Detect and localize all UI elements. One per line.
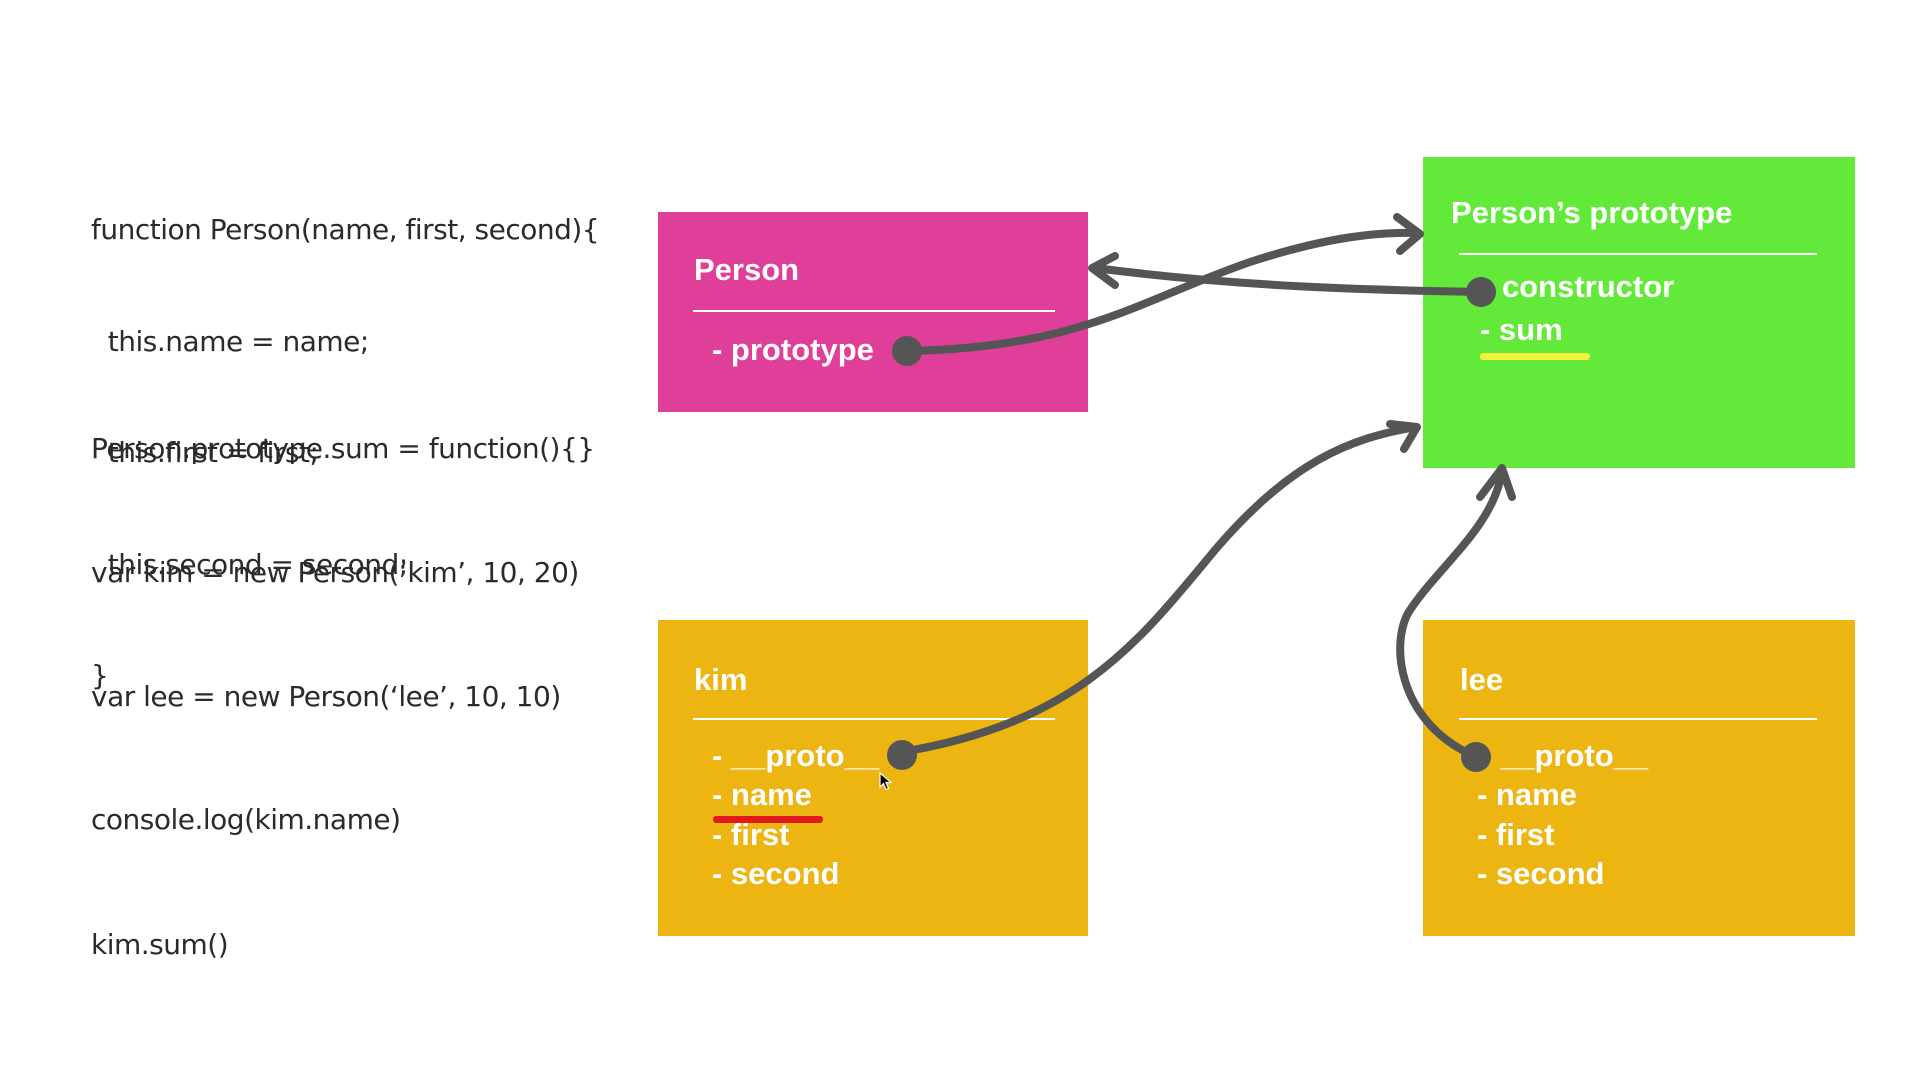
arrow-constructor-to-person bbox=[1091, 264, 1482, 296]
lee-proto-prop: __proto__ bbox=[1500, 738, 1649, 773]
code-constructor: function Person(name, first, second){ th… bbox=[91, 141, 600, 732]
prototype-sum-prop: - sum bbox=[1480, 312, 1563, 347]
code-line: this.second = second; bbox=[91, 547, 408, 581]
code-prototype-assign: Person.prototype.sum = function(){} bbox=[91, 432, 595, 465]
kim-box-divider bbox=[693, 718, 1055, 720]
sum-highlight bbox=[1480, 353, 1590, 360]
arrowhead-proto-from-kim bbox=[1386, 420, 1421, 453]
person-prototype-prop: - prototype bbox=[712, 332, 874, 367]
lee-box-title: lee bbox=[1460, 662, 1504, 697]
lee-first-prop: - first bbox=[1477, 817, 1555, 852]
lee-box-divider bbox=[1459, 718, 1817, 720]
kim-name-prop: - name bbox=[712, 777, 812, 812]
kim-box: kim - __proto__ - name - first - second bbox=[658, 620, 1088, 936]
code-line: } bbox=[91, 659, 109, 692]
kim-second-prop: - second bbox=[712, 856, 840, 891]
person-box: Person - prototype bbox=[658, 212, 1088, 412]
code-line: function Person(name, first, second){ bbox=[91, 213, 600, 246]
code-kim-declaration: var kim = new Person(‘kim’, 10, 20) bbox=[91, 556, 579, 589]
person-box-divider bbox=[693, 310, 1055, 312]
code-lee-declaration: var lee = new Person(‘lee’, 10, 10) bbox=[91, 680, 561, 713]
arrowhead-person bbox=[1088, 252, 1119, 289]
prototype-box-divider bbox=[1459, 253, 1817, 255]
lee-name-prop: - name bbox=[1477, 777, 1577, 812]
kim-box-title: kim bbox=[694, 662, 748, 697]
code-line: this.name = name; bbox=[91, 324, 370, 358]
code-console-log: console.log(kim.name) bbox=[91, 803, 401, 836]
person-box-title: Person bbox=[694, 252, 800, 287]
prototype-box-title: Person’s prototype bbox=[1451, 195, 1733, 230]
prototype-constructor-prop: constructor bbox=[1502, 269, 1675, 304]
code-line: this.first = first; bbox=[91, 436, 319, 469]
name-highlight bbox=[713, 816, 823, 823]
code-sum-call: kim.sum() bbox=[91, 928, 229, 961]
kim-proto-prop: - __proto__ bbox=[712, 738, 880, 773]
mouse-cursor-icon bbox=[879, 772, 893, 791]
lee-second-prop: - second bbox=[1477, 856, 1605, 891]
arrowhead-proto-from-person bbox=[1393, 213, 1424, 255]
arrowhead-proto-from-lee bbox=[1476, 464, 1516, 501]
lee-box: lee __proto__ - name - first - second bbox=[1423, 620, 1855, 936]
person-prototype-box: Person’s prototype constructor - sum bbox=[1423, 157, 1855, 468]
